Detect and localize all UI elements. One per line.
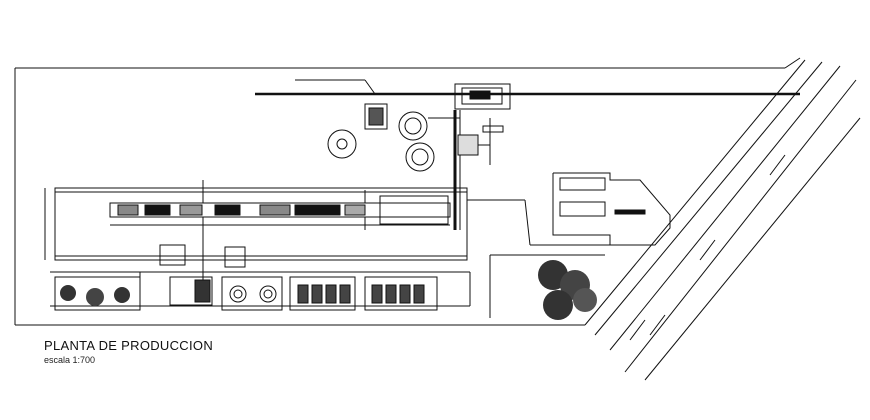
plan-title: PLANTA DE PRODUCCION [44,338,214,353]
plan-scale: escala 1:700 [44,355,96,365]
linework [14,57,861,381]
